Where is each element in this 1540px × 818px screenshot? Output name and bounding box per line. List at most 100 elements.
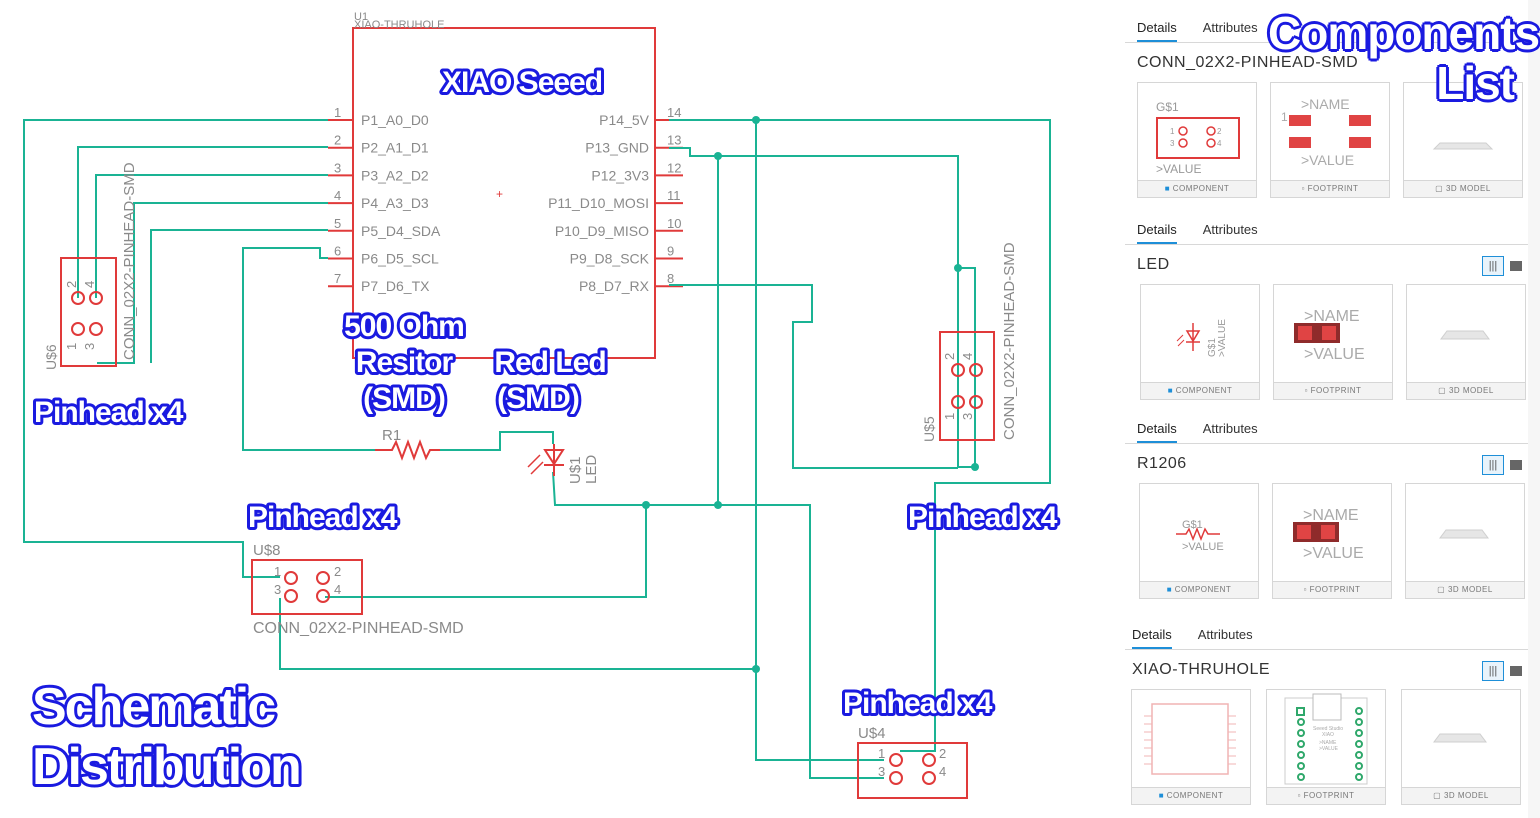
component-card-r1206[interactable]: Details Attributes R1206 ||| G$1 >VALUE … (1125, 415, 1540, 609)
led-symbol[interactable]: U$1 LED (527, 444, 600, 484)
symbol-name: G$1 (1182, 519, 1203, 531)
cube-icon: ▢ (1438, 386, 1449, 395)
u6-pin-1: 1 (64, 343, 79, 350)
component-preview-tile[interactable]: ■ COMPONENT (1131, 689, 1251, 805)
components-panel: Details Attributes CONN_02X2-PINHEAD-SMD… (1115, 0, 1540, 818)
component-icon: ■ (1166, 585, 1175, 594)
u1-right-pin-number: 11 (667, 188, 681, 203)
tab-details[interactable]: Details (1132, 621, 1172, 650)
resistor-r1[interactable]: R1 (375, 427, 440, 461)
grid-view-button[interactable]: ||| (1482, 455, 1504, 475)
u8-pin-3: 3 (274, 582, 281, 597)
annotation-resistor-2: Resitor (356, 346, 454, 379)
u6-pin-2: 2 (64, 281, 79, 288)
component-card-led[interactable]: Details Attributes LED ||| G$1 >VALUE ■ … (1125, 216, 1540, 408)
u1-right-pin-number: 8 (667, 271, 674, 286)
3d-model-preview-tile[interactable]: ▢ 3D MODEL (1401, 689, 1521, 805)
u1-left-pin-label: P7_D6_TX (361, 278, 430, 294)
u1-left-pin-number: 7 (334, 271, 341, 286)
components-list-heading: Components List (1268, 8, 1540, 109)
u1-left-pin-number: 1 (334, 105, 341, 120)
tab-attributes[interactable]: Attributes (1202, 421, 1258, 436)
footprint-text-4: >VALUE (1319, 746, 1339, 752)
tab-attributes[interactable]: Attributes (1202, 222, 1258, 237)
symbol-name: G$1 (1156, 100, 1179, 114)
annotation-led-1: Red Led (494, 346, 605, 379)
tab-attributes[interactable]: Attributes (1197, 627, 1253, 642)
tile-label-footprint: FOOTPRINT (1303, 791, 1355, 800)
3d-model-shape (1439, 529, 1489, 539)
tile-label-component: COMPONENT (1175, 386, 1233, 395)
u4-pin-1: 1 (878, 746, 885, 761)
tile-label-3d: 3D MODEL (1443, 791, 1489, 800)
list-view-button[interactable] (1510, 666, 1522, 676)
tile-label-footprint: FOOTPRINT (1310, 386, 1362, 395)
tile-label-3d: 3D MODEL (1448, 386, 1494, 395)
tile-label-3d: 3D MODEL (1447, 585, 1493, 594)
tab-details[interactable]: Details (1137, 415, 1177, 444)
tile-label-component: COMPONENT (1166, 791, 1224, 800)
component-card-xiao[interactable]: Details Attributes XIAO-THRUHOLE ||| ■ C… (1125, 621, 1540, 818)
cube-icon: ▢ (1435, 184, 1446, 193)
annotation-schematic-1: Schematic (32, 678, 275, 736)
tile-label-component: COMPONENT (1174, 585, 1232, 594)
footprint-preview-tile[interactable]: >NAME 1 >VALUE ▫ FOOTPRINT (1270, 82, 1390, 198)
grid-view-button[interactable]: ||| (1482, 661, 1504, 681)
u4-pin-2: 2 (939, 746, 946, 761)
footprint-value: >VALUE (1301, 152, 1354, 168)
u4-ref: U$4 (858, 725, 886, 742)
u1-right-pin-number: 10 (667, 216, 681, 231)
annotation-pinhead-mid: Pinhead x4 (248, 501, 398, 534)
symbol-pin-2: 2 (1217, 127, 1222, 136)
component-title: XIAO-THRUHOLE (1132, 661, 1271, 678)
list-view-button[interactable] (1510, 460, 1522, 470)
u1-left-pin-number: 5 (334, 216, 341, 231)
tab-details[interactable]: Details (1137, 14, 1177, 43)
r1-ref: R1 (382, 427, 401, 444)
footprint-name: >NAME (1303, 507, 1359, 524)
3d-model-preview-tile[interactable]: ▢ 3D MODEL (1406, 284, 1526, 400)
connector-u4[interactable]: 1 2 3 4 U$4 (857, 725, 968, 799)
u1-right-pin-number: 14 (667, 105, 681, 120)
u1-left-pin-label: P5_D4_SDA (361, 223, 441, 239)
component-preview-tile[interactable]: G$1 >VALUE ■ COMPONENT (1139, 483, 1259, 599)
heading-line-2: List (1436, 57, 1515, 109)
connector-u6[interactable]: 2 4 1 3 U$6 CONN_02X2-PINHEAD-SMD (43, 162, 138, 370)
component-title: CONN_02X2-PINHEAD-SMD (1137, 54, 1359, 71)
u1-value: XIAO-THRUHOLE (354, 19, 444, 31)
symbol-pin-4: 4 (1217, 139, 1222, 148)
component-preview-tile[interactable]: G$1 1 3 2 4 >VALUE ■ COMPONENT (1137, 82, 1257, 198)
u6-pin-3: 3 (82, 343, 97, 350)
u1-right-pin-number: 12 (667, 160, 681, 175)
u1-right-pin-label: P13_GND (585, 140, 649, 156)
footprint-preview-tile[interactable]: >NAME >VALUE ▫ FOOTPRINT (1272, 483, 1392, 599)
u5-pin-3: 3 (960, 413, 975, 420)
panel-scrollbar[interactable] (1528, 0, 1540, 818)
grid-view-button[interactable]: ||| (1482, 256, 1504, 276)
footprint-preview-tile[interactable]: >NAME >VALUE ▫ FOOTPRINT (1273, 284, 1393, 400)
u6-value: CONN_02X2-PINHEAD-SMD (121, 162, 138, 360)
connector-u8[interactable]: 1 2 3 4 U$8 CONN_02X2-PINHEAD-SMD (251, 542, 464, 637)
u8-pin-2: 2 (334, 564, 341, 579)
u1-right-pin-label: P10_D9_MISO (555, 223, 649, 239)
3d-model-preview-tile[interactable]: ▢ 3D MODEL (1405, 483, 1525, 599)
u1-ref: U1 (354, 11, 368, 23)
symbol-pin-3: 3 (1170, 139, 1175, 148)
footprint-preview-tile[interactable]: Seeed Studio XIAO >NAME >VALUE ▫ FOOTPRI… (1266, 689, 1386, 805)
tab-details[interactable]: Details (1137, 216, 1177, 245)
u5-pin-2: 2 (942, 353, 957, 360)
u1-left-pin-label: P4_A3_D3 (361, 195, 429, 211)
tab-attributes[interactable]: Attributes (1202, 20, 1258, 35)
symbol-value: >VALUE (1156, 162, 1201, 176)
3d-model-preview-tile[interactable]: ▢ 3D MODEL (1403, 82, 1523, 198)
u1-left-pin-label: P1_A0_D0 (361, 112, 429, 128)
tile-label-footprint: FOOTPRINT (1309, 585, 1361, 594)
list-view-button[interactable] (1510, 261, 1522, 271)
u5-pin-1: 1 (942, 413, 957, 420)
3d-model-shape (1440, 330, 1490, 340)
component-preview-tile[interactable]: G$1 >VALUE ■ COMPONENT (1140, 284, 1260, 400)
connector-u5[interactable]: 2 4 1 3 U$5 CONN_02X2-PINHEAD-SMD (921, 242, 1018, 442)
junctions (642, 116, 979, 673)
